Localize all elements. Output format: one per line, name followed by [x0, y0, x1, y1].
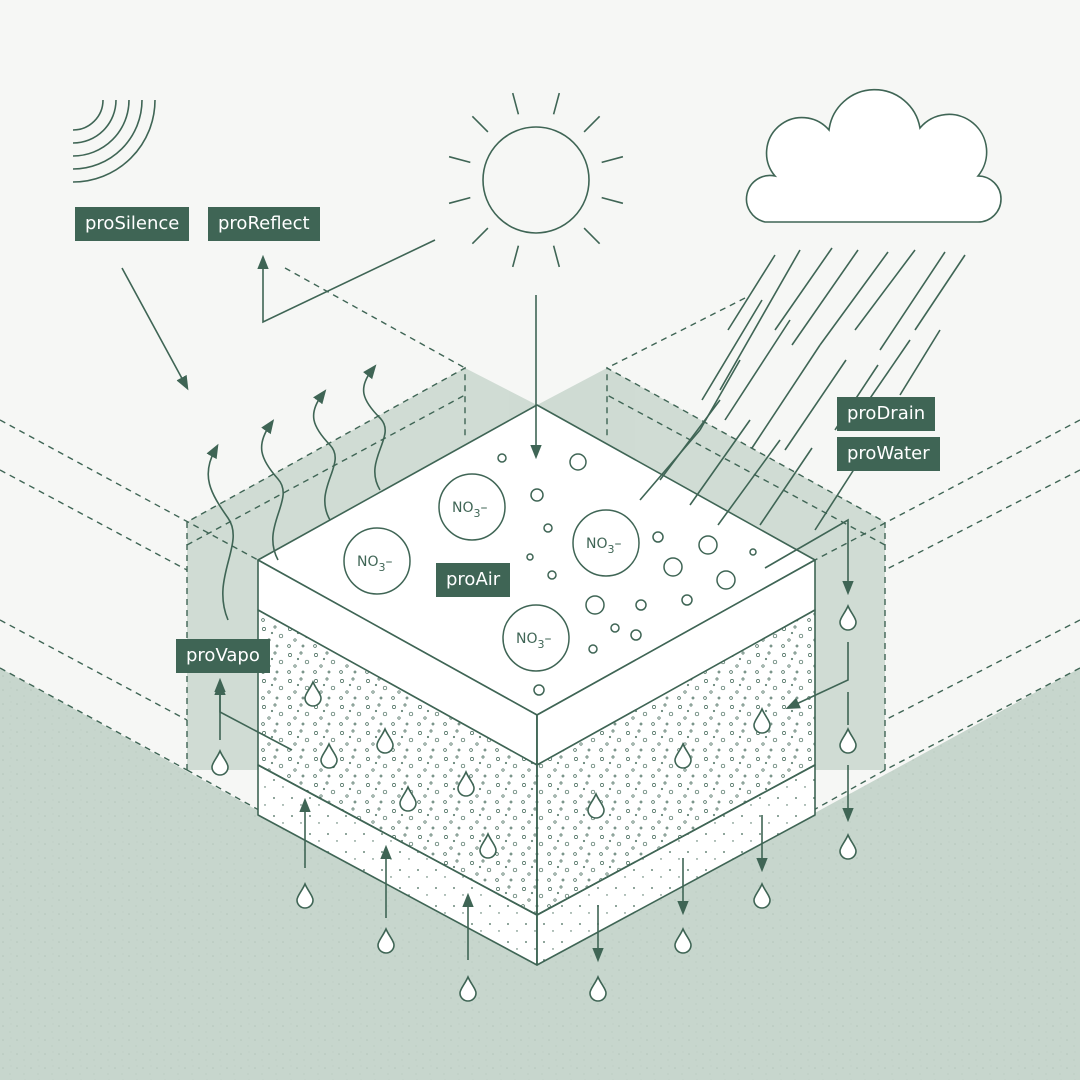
rain-streak [914, 254, 966, 331]
nitrate-molecule: NO3– [343, 527, 411, 595]
water-flow [214, 680, 768, 963]
sun-ray [601, 155, 624, 164]
nitrate-molecule: NO3– [572, 509, 640, 577]
sun-icon [448, 92, 624, 268]
rain-streak [774, 247, 833, 331]
air-bubble [585, 595, 605, 615]
rain-streak [689, 419, 751, 506]
drain-arrow-side [785, 642, 849, 710]
nitrate-label: NO3– [516, 631, 552, 651]
air-bubble [663, 557, 683, 577]
nitrate-circle [343, 527, 411, 595]
air-bubble [533, 684, 545, 696]
rain-icon [639, 247, 966, 531]
air-bubble [635, 599, 647, 611]
label-proreflect: proReflect [208, 207, 320, 241]
sun-ray [511, 92, 520, 115]
rain-streak [759, 447, 813, 526]
ground-surface [0, 668, 1080, 1080]
air-bubble [547, 570, 557, 580]
rain-streak [719, 249, 801, 391]
rain-streak [899, 329, 941, 396]
nitrate-label: NO3– [452, 500, 488, 520]
sun-ray [448, 196, 471, 205]
nitrate-circle [438, 473, 506, 541]
drain-arrow-top [764, 518, 854, 596]
label-prowater: proWater [837, 437, 940, 471]
vapor-arrow [312, 389, 336, 521]
sun-ray [471, 227, 489, 245]
sun-ray [552, 92, 561, 115]
label-proair: proAir [436, 563, 511, 597]
rain-streak [724, 319, 791, 421]
sun-ray [448, 155, 471, 164]
air-bubble [652, 531, 664, 543]
rain-streak [791, 249, 859, 346]
rain-streak [751, 344, 821, 449]
reflect-arrow [257, 239, 436, 324]
rain-streak [814, 459, 861, 531]
rain-streak [784, 359, 847, 451]
nitrate-molecule: NO3– [438, 473, 506, 541]
sun-ray [552, 245, 561, 268]
air-bubble [543, 523, 553, 533]
nitrate-circle [572, 509, 640, 577]
vapor-arrow [206, 443, 234, 621]
rain-streak [639, 429, 701, 501]
sun-ray [583, 115, 601, 133]
sun-ray [511, 245, 520, 268]
label-prodrain: proDrain [837, 397, 936, 431]
vapor-icon [206, 364, 386, 621]
sound-arrow [121, 267, 189, 391]
air-bubble [497, 453, 507, 463]
nitrate-molecules: NO3– NO3– NO3– NO3– [343, 473, 640, 672]
rain-streak [819, 251, 889, 346]
air-bubble [588, 644, 598, 654]
nitrate-label: NO3– [586, 536, 622, 556]
air-bubble [530, 488, 544, 502]
air-bubble [526, 553, 534, 561]
vapor-arrow [260, 419, 284, 561]
sun-ray [601, 196, 624, 205]
rain-streak [727, 254, 776, 331]
sun-ray [471, 115, 489, 133]
air-bubble [716, 570, 736, 590]
sound-waves-icon [72, 99, 156, 183]
sun-ray [583, 227, 601, 245]
vapor-arrow [362, 364, 386, 491]
nitrate-label: NO3– [357, 554, 393, 574]
nitrate-circle [502, 604, 570, 672]
cloud-icon [745, 88, 1002, 223]
label-prosilence: proSilence [75, 207, 190, 241]
air-bubble [610, 623, 620, 633]
rain-streak [717, 439, 781, 526]
nitrate-molecule: NO3– [502, 604, 570, 672]
air-bubble [749, 548, 757, 556]
rain-streak [699, 359, 741, 431]
rain-streak [701, 299, 763, 401]
air-bubble [681, 594, 693, 606]
rain-streak [879, 251, 946, 351]
air-bubble [698, 535, 718, 555]
air-bubble [569, 453, 587, 471]
air-bubbles [497, 453, 757, 696]
label-provapo: proVapo [176, 639, 270, 673]
air-bubble [630, 629, 642, 641]
rain-streak [854, 249, 916, 331]
